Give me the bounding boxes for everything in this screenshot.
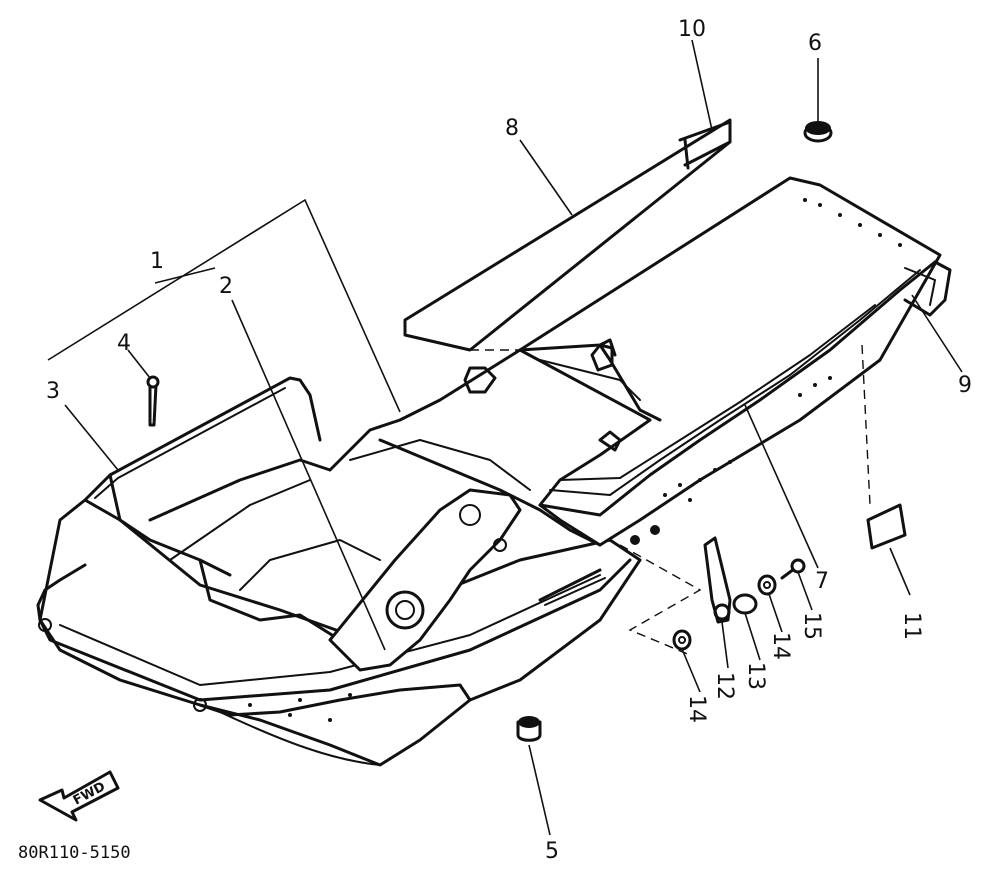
callout-5: 5: [545, 839, 559, 864]
dashed-guides: [470, 344, 871, 656]
callout-8: 8: [505, 116, 519, 141]
part-13-spacer: [732, 593, 758, 615]
callout-11: 11: [899, 612, 924, 640]
callout-6: 6: [808, 31, 822, 56]
callout-15: 15: [799, 612, 824, 640]
part-5-plug: [516, 716, 542, 742]
callout-labels: 1 2 3 4 5 6 7 8 9 10 11 12 13 14 14 15: [46, 17, 972, 864]
callout-2: 2: [219, 274, 233, 299]
callout-12: 12: [712, 672, 737, 700]
callout-10: 10: [678, 17, 706, 42]
part-8-strip: [403, 118, 732, 352]
callout-14b: 14: [684, 695, 709, 723]
part-6-cap: [803, 121, 833, 143]
rivet-dots: [248, 198, 902, 722]
callout-4: 4: [117, 331, 131, 356]
leader-lines: [47, 39, 963, 836]
callout-9: 9: [958, 373, 972, 398]
callout-1: 1: [150, 249, 164, 274]
fwd-arrow-icon: FWD: [38, 770, 120, 822]
callout-3: 3: [46, 379, 60, 404]
part-11-label: [866, 503, 907, 550]
part-15-bolt: [780, 558, 806, 580]
callout-7: 7: [815, 569, 829, 594]
part-4-rivet: [146, 375, 160, 427]
part-12-lever: [703, 536, 732, 624]
diagram-part-code: 80R110-5150: [18, 843, 131, 863]
callout-13: 13: [743, 662, 768, 690]
frame-body: [36, 176, 952, 767]
part-10-end-piece: [678, 120, 732, 170]
callout-14a: 14: [768, 632, 793, 660]
